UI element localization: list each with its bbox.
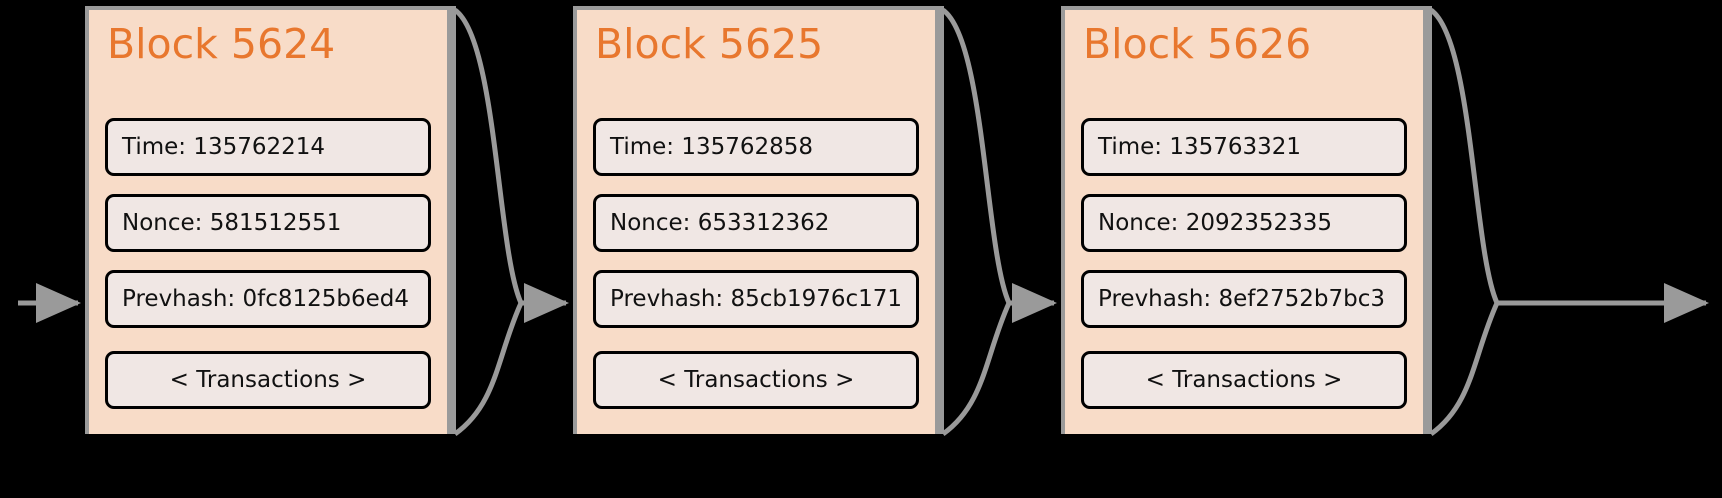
block-card-5624[interactable]: Block 5624 Time: 135762214 Nonce: 581512… (85, 6, 456, 434)
field-prevhash-text: Prevhash: 8ef2752b7bc3 (1098, 285, 1385, 312)
block-title: Block 5624 (107, 20, 336, 68)
field-transactions[interactable]: < Transactions > (1081, 351, 1407, 409)
block-title: Block 5626 (1083, 20, 1312, 68)
field-time: Time: 135763321 (1081, 118, 1407, 176)
block-card-5625[interactable]: Block 5625 Time: 135762858 Nonce: 653312… (573, 6, 944, 434)
field-transactions[interactable]: < Transactions > (593, 351, 919, 409)
block-body: Block 5626 Time: 135763321 Nonce: 209235… (1065, 10, 1423, 434)
block-shadow-right (447, 10, 456, 434)
link-5624-5625 (453, 7, 570, 437)
field-prevhash-text: Prevhash: 0fc8125b6ed4 (122, 285, 409, 312)
block-title: Block 5625 (595, 20, 824, 68)
field-nonce: Nonce: 2092352335 (1081, 194, 1407, 252)
block-shadow-right (935, 10, 944, 434)
block-shadow-left (573, 10, 577, 434)
field-prevhash: Prevhash: 85cb1976c171 (593, 270, 919, 328)
field-nonce-text: Nonce: 581512551 (122, 209, 342, 236)
field-transactions-text: < Transactions > (1145, 366, 1343, 393)
block-shadow-top (85, 6, 456, 10)
field-time-text: Time: 135762214 (122, 133, 326, 160)
field-prevhash: Prevhash: 0fc8125b6ed4 (105, 270, 431, 328)
field-transactions[interactable]: < Transactions > (105, 351, 431, 409)
field-nonce-text: Nonce: 2092352335 (1098, 209, 1333, 236)
block-shadow-left (1061, 10, 1065, 434)
block-card-5626[interactable]: Block 5626 Time: 135763321 Nonce: 209235… (1061, 6, 1432, 434)
field-time: Time: 135762214 (105, 118, 431, 176)
field-time-text: Time: 135763321 (1098, 133, 1302, 160)
field-time: Time: 135762858 (593, 118, 919, 176)
field-transactions-text: < Transactions > (657, 366, 855, 393)
block-shadow-right (1423, 10, 1432, 434)
field-time-text: Time: 135762858 (610, 133, 814, 160)
block-shadow-top (1061, 6, 1432, 10)
field-nonce-text: Nonce: 653312362 (610, 209, 830, 236)
link-5625-5626 (941, 7, 1058, 437)
block-shadow-top (573, 6, 944, 10)
field-nonce: Nonce: 653312362 (593, 194, 919, 252)
block-body: Block 5624 Time: 135762214 Nonce: 581512… (89, 10, 447, 434)
field-transactions-text: < Transactions > (169, 366, 367, 393)
field-nonce: Nonce: 581512551 (105, 194, 431, 252)
field-prevhash: Prevhash: 8ef2752b7bc3 (1081, 270, 1407, 328)
field-prevhash-text: Prevhash: 85cb1976c171 (610, 285, 903, 312)
block-body: Block 5625 Time: 135762858 Nonce: 653312… (577, 10, 935, 434)
outbound-arrow (1429, 7, 1710, 437)
block-shadow-left (85, 10, 89, 434)
